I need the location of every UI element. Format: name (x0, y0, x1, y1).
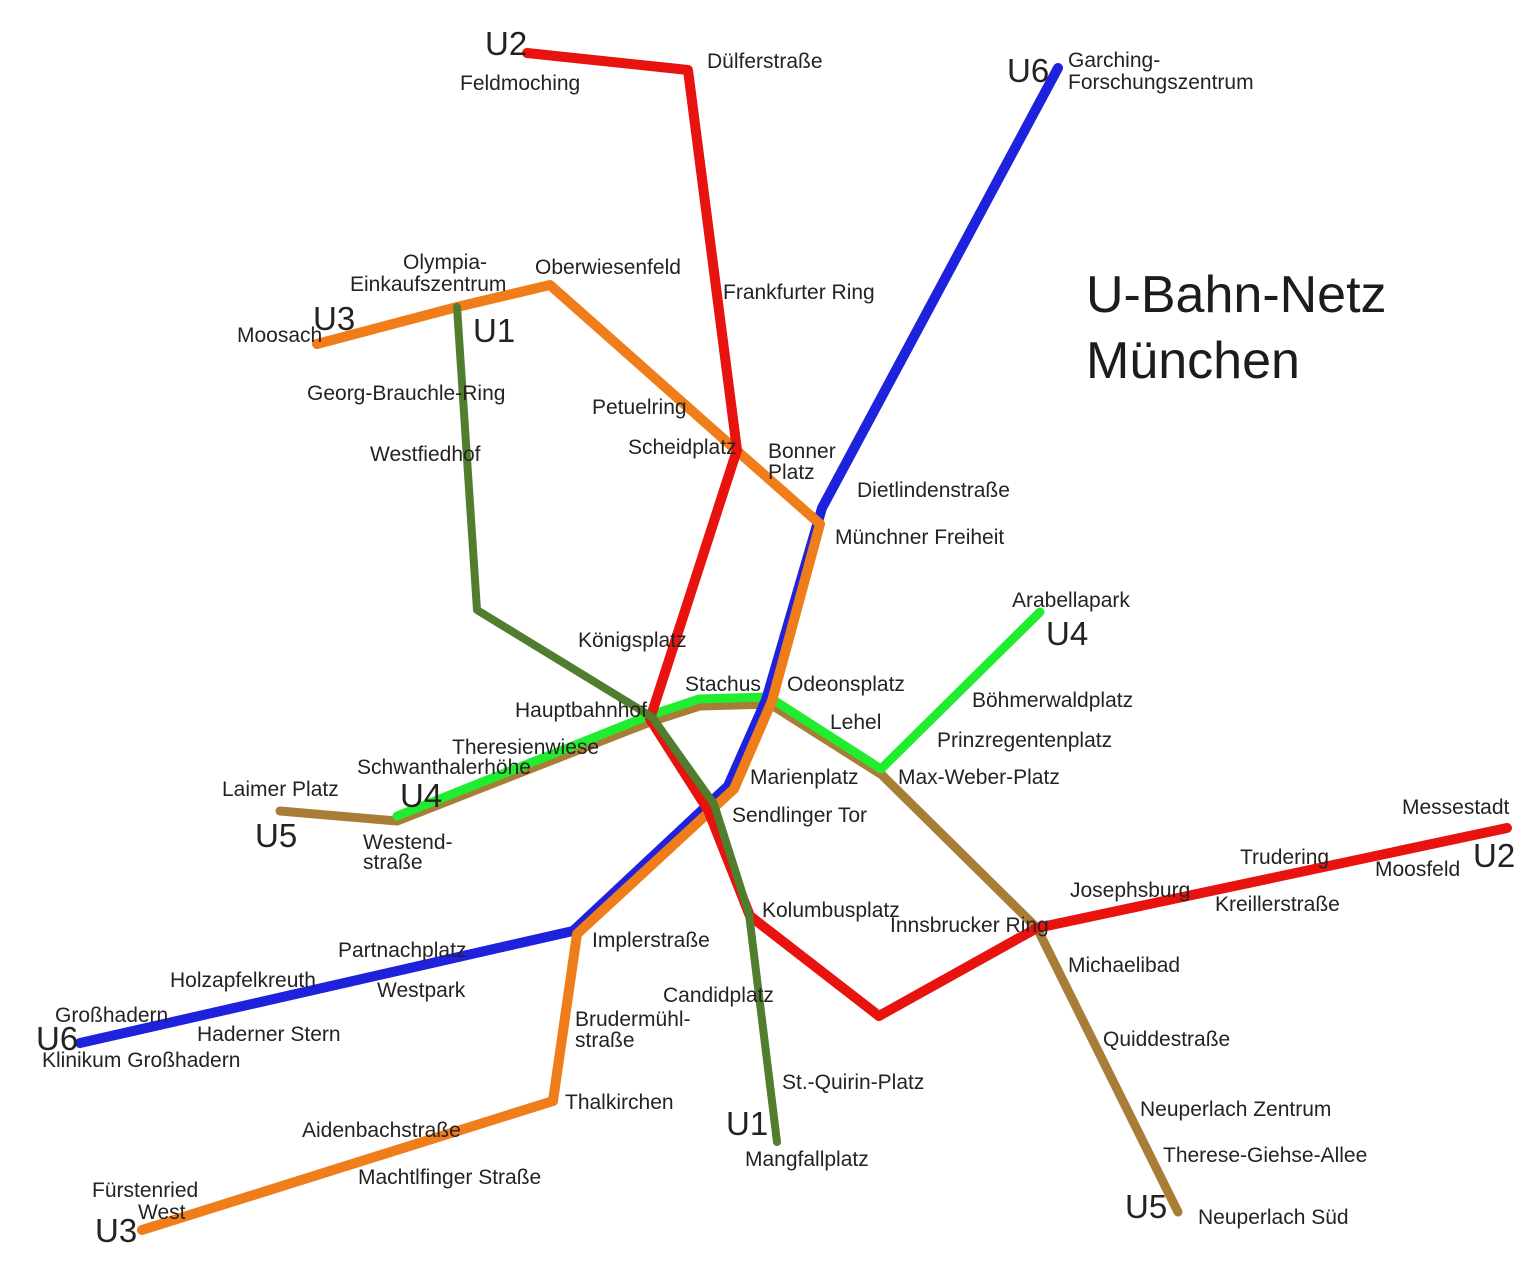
station-label: Mangfallplatz (745, 1148, 869, 1171)
station-label: Odeonsplatz (787, 673, 905, 696)
station-label: Münchner Freiheit (835, 526, 1004, 549)
line-u4 (392, 607, 1045, 821)
station-label: Großhadern (55, 1004, 168, 1027)
station-label: Westend- (363, 831, 453, 854)
line-badge-u4: U4 (400, 777, 442, 814)
station-label: straße (575, 1029, 635, 1052)
station-label: Prinzregentenplatz (937, 729, 1112, 752)
station-label: Oberwiesenfeld (535, 256, 681, 279)
line-badge-u3: U3 (313, 300, 355, 337)
station-label: Neuperlach Zentrum (1140, 1098, 1331, 1121)
station-label: Olympia- (403, 251, 487, 274)
station-label: Fürstenried (92, 1179, 198, 1202)
station-label: Georg-Brauchle-Ring (307, 382, 505, 405)
station-label: Arabellapark (1012, 589, 1130, 612)
station-label: Westpark (377, 979, 466, 1002)
station-label: Moosfeld (1375, 858, 1460, 881)
map-title-line1: U-Bahn-Netz (1086, 266, 1387, 324)
station-label: Frankfurter Ring (723, 281, 875, 304)
station-label: Max-Weber-Platz (898, 766, 1060, 789)
station-label: Kreillerstraße (1215, 893, 1340, 916)
line-badge-u1: U1 (726, 1105, 768, 1142)
station-label: Thalkirchen (565, 1091, 674, 1114)
line-badge-u5: U5 (255, 817, 297, 854)
map-title-line2: München (1086, 332, 1300, 390)
station-label: Westfiedhof (370, 443, 481, 466)
station-label: Dietlindenstraße (857, 479, 1010, 502)
station-label: Moosach (237, 324, 322, 347)
line-u1 (453, 303, 781, 1146)
station-label: Königsplatz (578, 629, 687, 652)
station-label: Scheidplatz (628, 436, 737, 459)
station-label: Kolumbusplatz (762, 899, 900, 922)
station-label: Marienplatz (750, 766, 859, 789)
station-label: Schwanthalerhöhe (357, 756, 531, 779)
station-label: Michaelibad (1068, 954, 1180, 977)
station-label: Josephsburg (1070, 879, 1190, 902)
station-label: Haderner Stern (197, 1023, 341, 1046)
station-label: Neuperlach Süd (1198, 1206, 1349, 1229)
station-label: Stachus (685, 673, 761, 696)
line-badge-u4: U4 (1046, 615, 1088, 652)
line-badge-u1: U1 (473, 312, 515, 349)
line-u6 (75, 63, 1063, 1048)
line-badge-u2: U2 (1473, 837, 1515, 874)
station-label: Garching- (1068, 49, 1160, 72)
station-label: Aidenbachstraße (302, 1119, 461, 1142)
line-badge-u5: U5 (1125, 1188, 1167, 1225)
station-label: Holzapfelkreuth (170, 969, 316, 992)
station-label: Platz (768, 461, 815, 484)
station-label: Partnachplatz (338, 939, 466, 962)
station-label: Sendlinger Tor (732, 804, 867, 827)
station-label: Hauptbahnhof (515, 699, 647, 722)
line-badge-u2: U2 (485, 25, 527, 62)
station-label: Petuelring (592, 396, 687, 419)
station-label: Dülferstraße (707, 50, 823, 73)
station-label: Machtlfinger Straße (358, 1166, 541, 1189)
station-label: Theresienwiese (452, 736, 599, 759)
line-u5 (275, 699, 1183, 1217)
station-label: Innsbrucker Ring (890, 914, 1049, 937)
station-label: Trudering (1240, 846, 1329, 869)
station-label: Bonner (768, 440, 836, 463)
line-badge-u3: U3 (95, 1212, 137, 1249)
station-label: Einkaufszentrum (350, 273, 506, 296)
map-title: U-Bahn-Netz München (1086, 262, 1387, 394)
station-label: St.-Quirin-Platz (782, 1071, 924, 1094)
station-label: Implerstraße (592, 929, 710, 952)
station-label: Quiddestraße (1103, 1028, 1230, 1051)
line-badge-u6: U6 (36, 1020, 78, 1057)
station-label: straße (363, 851, 423, 874)
line-badge-u6: U6 (1007, 52, 1049, 89)
station-label: Messestadt (1402, 796, 1510, 819)
station-label: West (138, 1201, 186, 1224)
station-label: Feldmoching (460, 72, 580, 95)
station-label: Candidplatz (663, 984, 774, 1007)
station-label: Böhmerwaldplatz (972, 689, 1133, 712)
station-label: Therese-Giehse-Allee (1163, 1144, 1367, 1167)
line-u3 (137, 280, 825, 1235)
line-u2 (522, 48, 1512, 1021)
station-label: Brudermühl- (575, 1008, 691, 1031)
station-label: Laimer Platz (222, 778, 339, 801)
station-label: Klinikum Großhadern (42, 1049, 240, 1072)
station-label: Forschungszentrum (1068, 71, 1254, 94)
station-label: Lehel (830, 711, 881, 734)
